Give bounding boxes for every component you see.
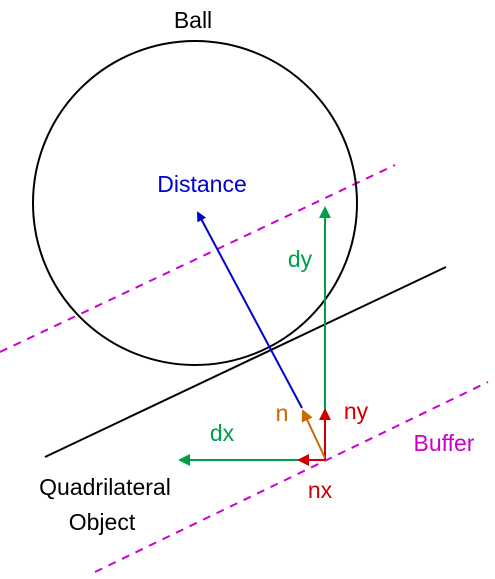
n-label: n bbox=[276, 400, 289, 426]
buffer-label: Buffer bbox=[414, 430, 475, 456]
ball-circle bbox=[32, 40, 358, 366]
n-arrow bbox=[301, 409, 326, 459]
distance-arrow bbox=[197, 211, 303, 409]
distance-label: Distance bbox=[157, 171, 246, 197]
nx-label: nx bbox=[308, 477, 333, 503]
object-label-line1: Quadrilateral bbox=[39, 474, 171, 500]
ny-label: ny bbox=[344, 398, 369, 424]
buffer-line-upper bbox=[0, 164, 396, 353]
dx-label: dx bbox=[210, 420, 235, 446]
quadrilateral-edge bbox=[44, 266, 447, 458]
buffer-line-lower bbox=[94, 381, 489, 573]
ball-label: Ball bbox=[174, 7, 212, 33]
dy-label: dy bbox=[288, 246, 313, 272]
object-label-line2: Object bbox=[69, 509, 136, 535]
